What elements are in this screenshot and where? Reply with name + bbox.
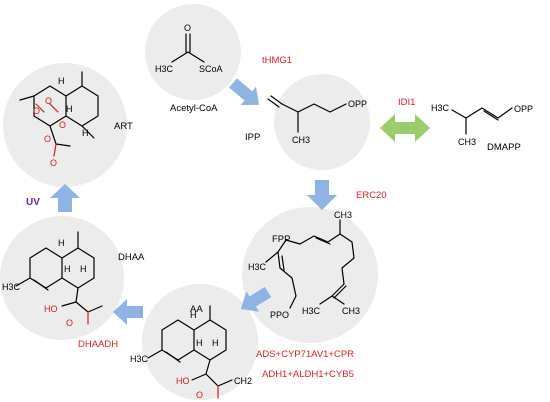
ipp-atom-ch3: CH3 [292, 135, 310, 145]
art-atom-o5: O [50, 158, 57, 168]
acetyl-coa-atom-o: O [184, 23, 191, 33]
fpp-atom-ch3-top: CH3 [334, 210, 352, 220]
fpp-atom-h3c-bottom: H3C [302, 306, 321, 316]
dmapp-label: DMAPP [487, 142, 521, 153]
aa-atom-h3c: H3C [130, 354, 149, 364]
dhaa-atom-h3: H [80, 264, 87, 274]
art-atom-o4: O [44, 134, 51, 144]
dmapp-atom-opp: OPP [514, 104, 533, 114]
arrow-fpp-to-aa [240, 286, 272, 312]
dmapp-atom-ch3: CH3 [458, 137, 476, 147]
compound-circles [0, 4, 378, 400]
enzyme-thmg1: tHMG1 [262, 55, 292, 66]
art-atom-o3: O [59, 120, 66, 130]
art-atom-o1: O [33, 106, 40, 116]
dhaa-label: DHAA [118, 252, 145, 263]
fpp-label: FPP [272, 234, 290, 245]
dhaa-atom-o: O [66, 318, 73, 328]
circle-aa [142, 284, 258, 400]
ipp-structure: OPP CH3 [267, 95, 367, 145]
dhaa-atom-ho: HO [44, 304, 58, 314]
art-atom-h: H [58, 76, 65, 86]
aa-label: AA [190, 304, 203, 315]
arrow-aa-to-dhaa [113, 299, 143, 325]
enzyme-ads-cyp71av1-cpr: ADS+CYP71AV1+CPR [256, 349, 354, 360]
fpp-atom-ppo: PPO [270, 310, 289, 320]
circle-fpp [242, 207, 378, 343]
fpp-atom-h3c-left: H3C [248, 262, 267, 272]
art-atom-o2: O [45, 96, 52, 106]
dhaa-structure: H H H H3C HO O [2, 231, 103, 328]
acetyl-coa-structure: O H3C SCoA [155, 23, 223, 74]
aa-atom-h: H [190, 310, 197, 320]
circle-ipp [274, 74, 370, 170]
acetyl-coa-atom-h3c: H3C [155, 64, 174, 74]
aa-atom-h3: H [212, 338, 219, 348]
aa-atom-ho: HO [176, 376, 190, 386]
ipp-label: IPP [245, 132, 260, 143]
enzyme-dhaadh: DHAADH [78, 339, 118, 350]
enzyme-adh1-aldh1-cyb5: ADH1+ALDH1+CYB5 [262, 369, 354, 380]
arrow-ipp-to-fpp [307, 180, 337, 210]
fpp-atom-ch3-bottom: CH3 [342, 306, 360, 316]
dhaa-atom-h: H [58, 238, 65, 248]
dhaa-atom-h2: H [64, 264, 71, 274]
art-structure: H H H O O O O O [19, 71, 99, 168]
art-atom-h3: H [82, 128, 89, 138]
fpp-structure: CH3 H3C H3C CH3 PPO [248, 210, 360, 320]
acetyl-coa-atom-scoa: SCoA [199, 64, 223, 74]
aa-atom-o: O [196, 390, 203, 400]
aa-structure: H H H H3C HO O CH2 [130, 305, 252, 400]
aa-atom-h2: H [196, 338, 203, 348]
dmapp-structure: H3C CH3 OPP [431, 103, 533, 147]
arrow-acetylcoa-to-ipp [229, 78, 260, 106]
art-atom-h2: H [66, 104, 73, 114]
enzyme-idi1: IDI1 [398, 97, 415, 108]
circle-acetyl-coa [145, 4, 241, 100]
condition-uv: UV [26, 197, 40, 208]
aa-atom-ch2: CH2 [234, 376, 252, 386]
acetyl-coa-label: Acetyl-CoA [170, 103, 218, 114]
dmapp-atom-h3c: H3C [431, 103, 450, 113]
ipp-atom-opp: OPP [348, 99, 367, 109]
circle-art [3, 63, 127, 187]
pathway-arrows [50, 78, 337, 325]
enzyme-erc20: ERC20 [356, 190, 387, 201]
dhaa-atom-h3c: H3C [2, 282, 21, 292]
arrow-dhaa-to-art [50, 184, 80, 212]
arrow-ipp-dmapp-isomerization [380, 114, 430, 142]
art-label: ART [114, 121, 133, 132]
